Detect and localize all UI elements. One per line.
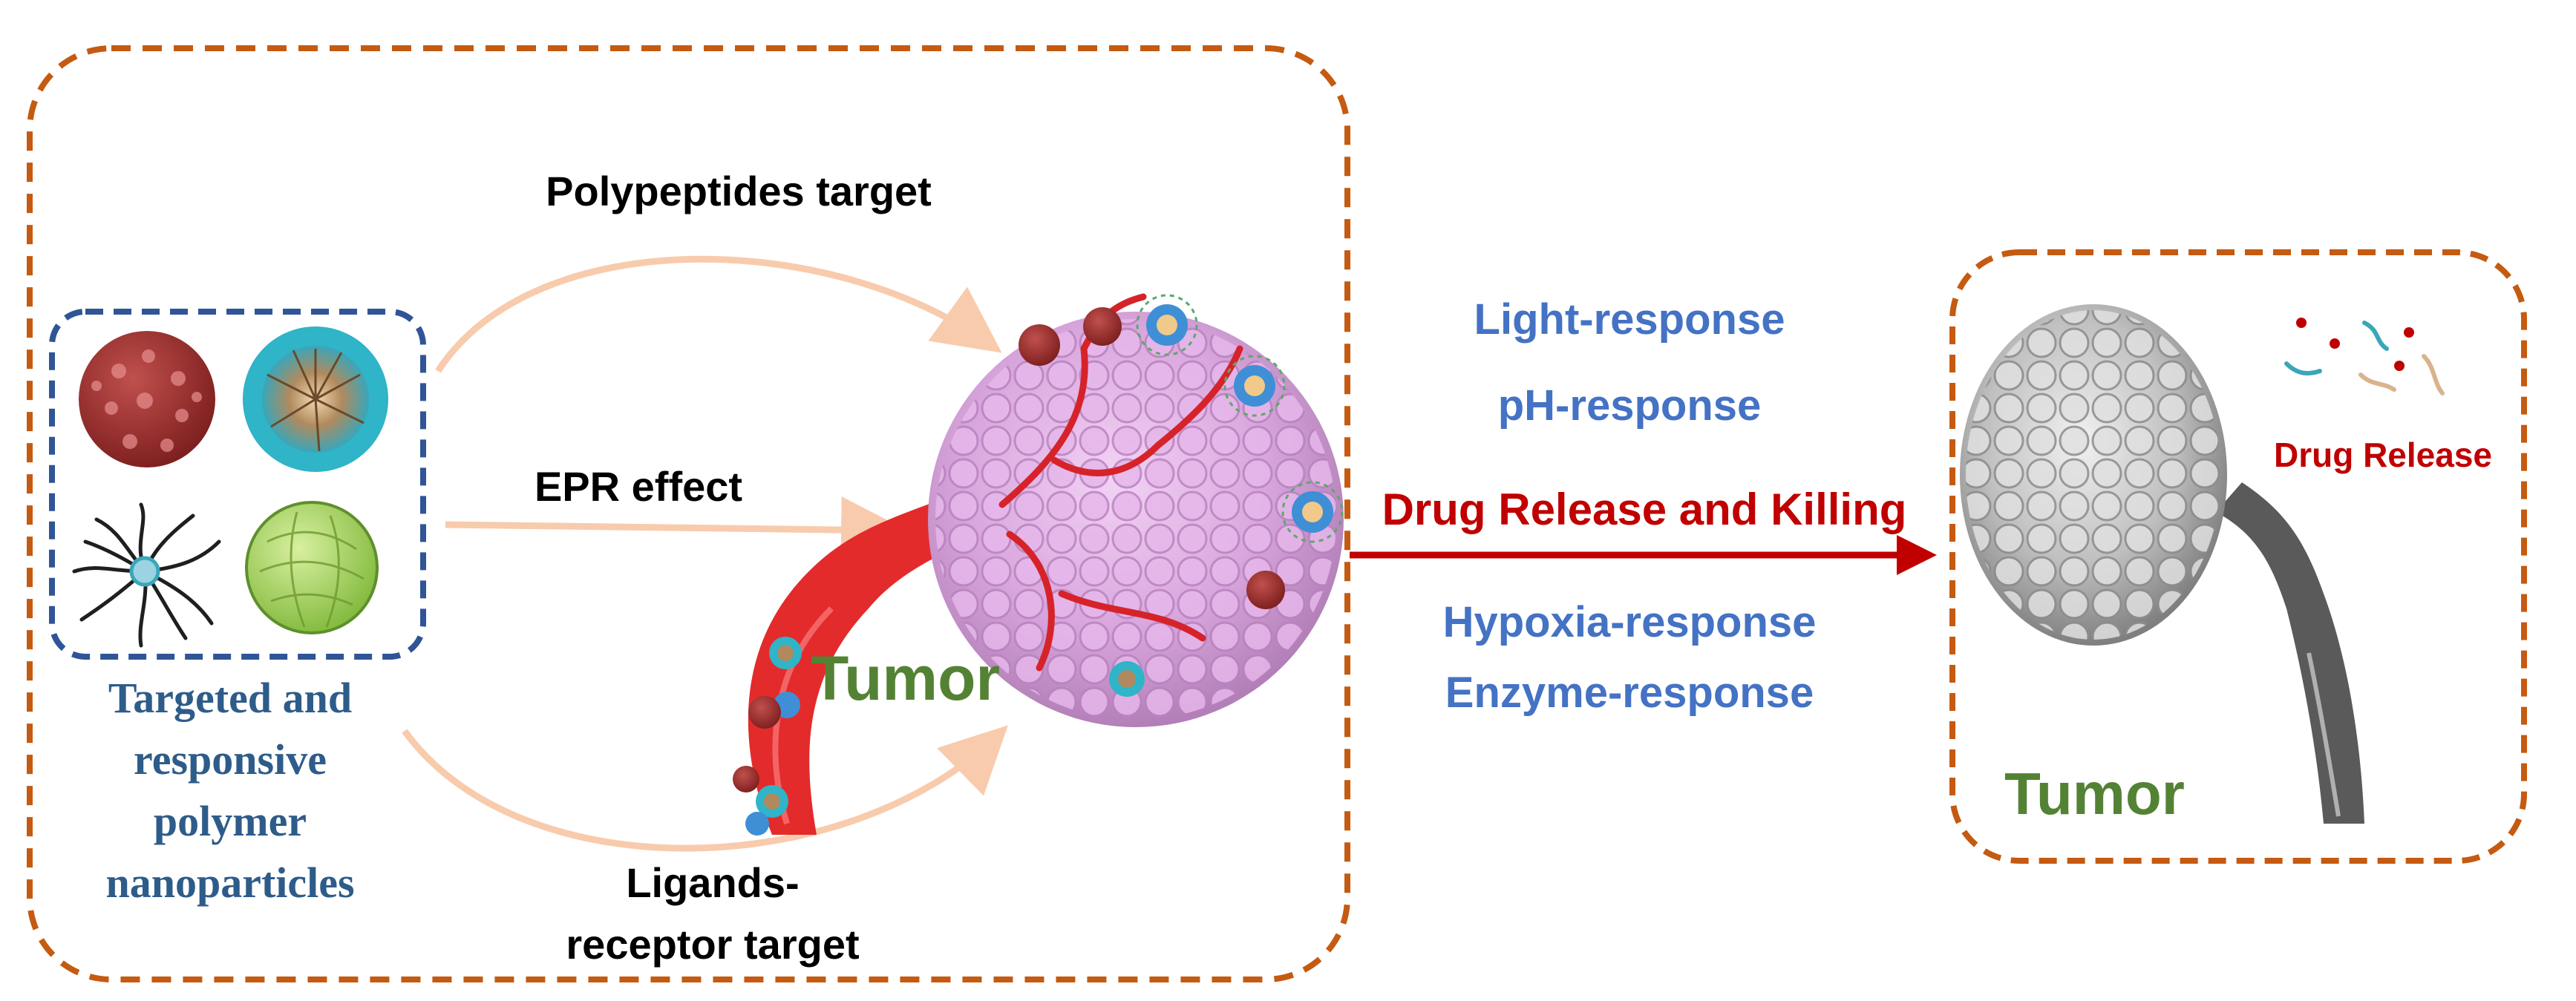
drug-release-label: Drug Release bbox=[2273, 436, 2493, 474]
tumor-label-left: Tumor bbox=[811, 643, 1001, 713]
left-dashed-frame bbox=[27, 45, 1350, 982]
tumor-icon bbox=[928, 293, 1344, 727]
tumor-label-right: Tumor bbox=[2004, 761, 2185, 827]
right-dashed-frame bbox=[1949, 249, 2527, 864]
drug-molecule-icon bbox=[2284, 318, 2445, 396]
nanoparticle-box bbox=[49, 309, 426, 660]
ligand-route-arrow bbox=[402, 725, 1008, 852]
polypeptide-route-arrow bbox=[435, 255, 1002, 373]
red-nanoparticle-icon bbox=[79, 331, 215, 467]
caption-line2: responsive bbox=[134, 735, 327, 784]
caption-line4: nanoparticles bbox=[105, 859, 355, 907]
grey-tumor-icon bbox=[1960, 304, 2227, 646]
grey-vessel-icon bbox=[2216, 482, 2364, 824]
star-polymer-icon bbox=[72, 502, 221, 648]
green-nanoparticle-icon bbox=[245, 501, 379, 634]
light-response-label: Light-response bbox=[1474, 295, 1785, 344]
ligands-label-line1: Ligands- bbox=[626, 859, 800, 906]
drug-release-killing-label: Drug Release and Killing bbox=[1382, 485, 1907, 534]
caption-line1: Targeted and bbox=[108, 674, 353, 722]
tumor-nanoparticles bbox=[733, 294, 1344, 836]
micelle-icon bbox=[243, 326, 388, 472]
hypoxia-response-label: Hypoxia-response bbox=[1442, 598, 1817, 646]
caption-line3: polymer bbox=[153, 797, 307, 845]
ph-response-label: pH-response bbox=[1497, 381, 1762, 430]
epr-effect-label: EPR effect bbox=[534, 463, 743, 510]
enzyme-response-label: Enzyme-response bbox=[1445, 669, 1814, 717]
ligands-label-line2: receptor target bbox=[566, 921, 860, 968]
epr-route-arrow bbox=[445, 496, 908, 564]
polypeptides-target-label: Polypeptides target bbox=[546, 168, 932, 214]
